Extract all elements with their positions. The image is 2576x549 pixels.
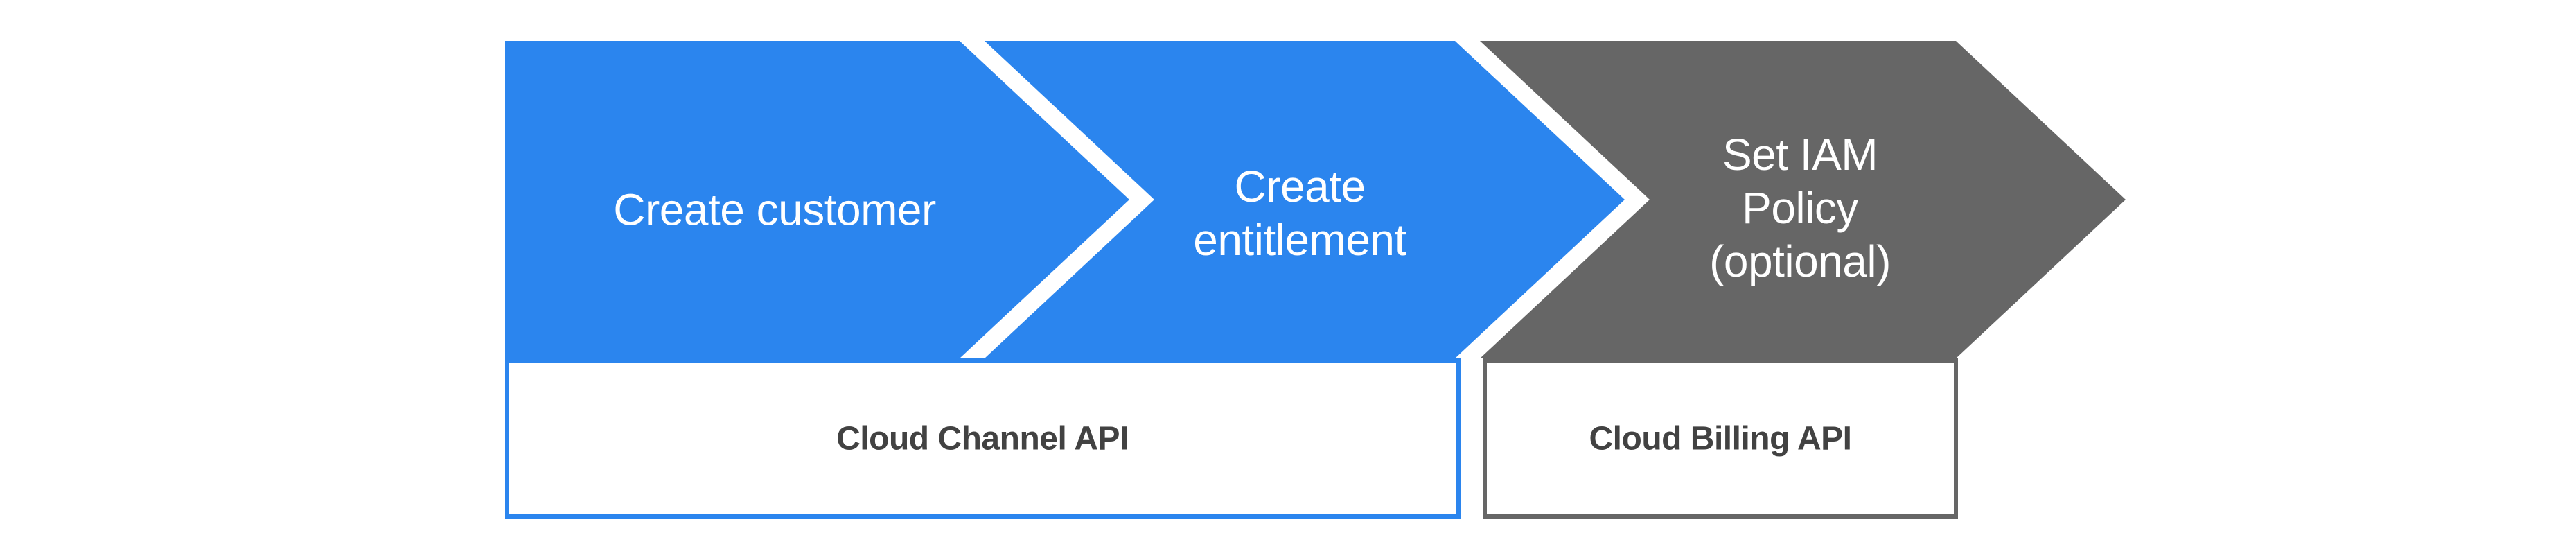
- api-box-cloud-billing: [1483, 358, 1958, 518]
- api-group-label-cloud-channel: Cloud Channel API: [836, 420, 1129, 458]
- step-arrow-create-entitlement: [985, 41, 1625, 358]
- step-label-set-iam-policy: Set IAM Policy (optional): [1709, 129, 1891, 286]
- api-group-label-cloud-billing: Cloud Billing API: [1589, 420, 1852, 458]
- api-box-cloud-channel: [505, 358, 1461, 518]
- step-label-create-entitlement: Create entitlement: [1193, 162, 1406, 265]
- step-label-create-customer: Create customer: [613, 184, 936, 235]
- step-arrow-set-iam-policy: [1480, 41, 2126, 358]
- step-arrow-create-customer: [505, 41, 1129, 358]
